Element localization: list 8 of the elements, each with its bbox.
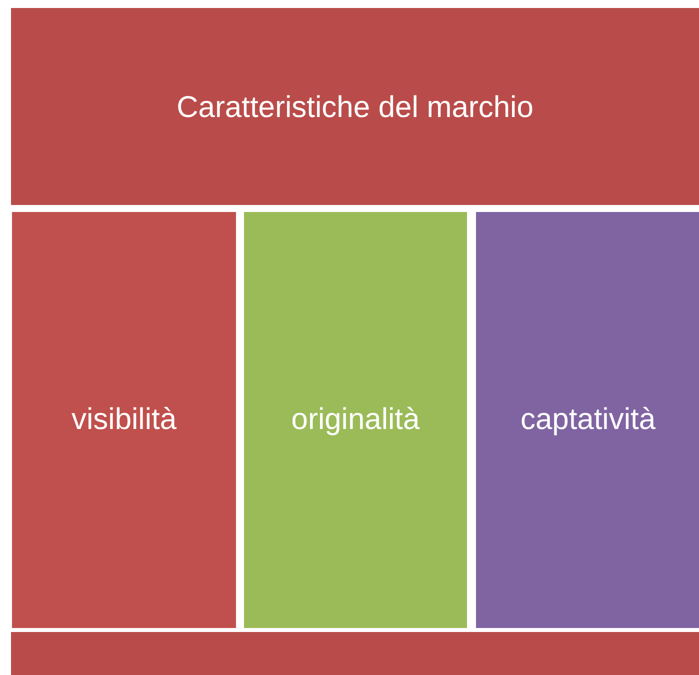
column-label: visibilità bbox=[71, 402, 177, 438]
column-label: captatività bbox=[520, 402, 656, 438]
category-column bbox=[12, 212, 236, 628]
category-column bbox=[244, 212, 467, 628]
header-band bbox=[11, 8, 699, 675]
category-column bbox=[476, 212, 699, 628]
band-title: Caratteristiche del marchio bbox=[176, 90, 534, 126]
column-label: originalità bbox=[291, 402, 420, 438]
